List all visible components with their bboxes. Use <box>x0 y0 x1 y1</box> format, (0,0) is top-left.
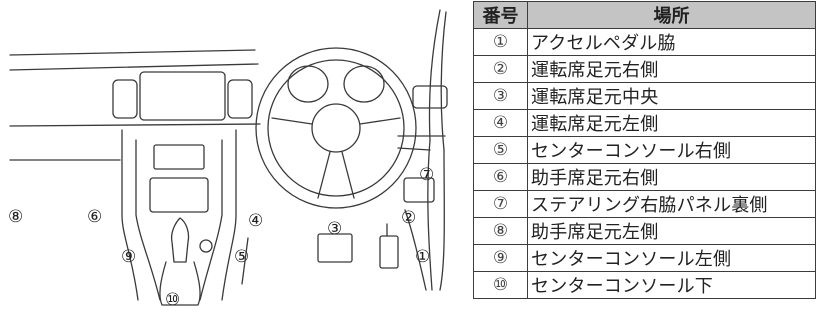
row-place: 運転席足元左側 <box>527 109 816 137</box>
row-number: ② <box>473 55 528 83</box>
dashboard-top-line <box>9 49 259 71</box>
row-place: センターコンソール下 <box>527 271 816 299</box>
console-side-line <box>241 237 249 285</box>
row-number: ③ <box>473 82 528 110</box>
row-number: ⑥ <box>473 163 528 191</box>
row-number: ⑧ <box>473 217 528 245</box>
brake-pedal <box>317 233 353 263</box>
right-side-vent <box>412 85 448 109</box>
windshield-pillar <box>428 9 447 151</box>
row-place: アクセルペダル脇 <box>527 28 816 56</box>
accelerator-pedal <box>379 235 399 269</box>
row-place: センターコンソール左側 <box>527 244 816 272</box>
steering-hub <box>311 103 361 153</box>
gear-shifter <box>170 217 190 263</box>
header-number: 番号 <box>473 1 528 29</box>
row-place: 運転席足元中央 <box>527 82 816 110</box>
row-number: ④ <box>473 109 528 137</box>
row-place: センターコンソール右側 <box>527 136 816 164</box>
marker-4: ④ <box>248 211 263 231</box>
gauge-right <box>343 65 385 103</box>
right-panel-box <box>403 177 435 203</box>
center-display-panel <box>139 71 226 121</box>
row-number: ① <box>473 28 528 56</box>
left-vent <box>112 79 138 119</box>
footwell-curve <box>404 209 427 291</box>
table-header-row: 番号 場所 <box>473 1 816 29</box>
row-number: ⑤ <box>473 136 528 164</box>
dashboard-right-edge <box>427 139 445 291</box>
dash-lower-line <box>9 123 261 161</box>
marker-2: ② <box>401 208 416 228</box>
steering-wheel-outer <box>255 47 417 209</box>
row-place: ステアリング右脇パネル裏側 <box>527 190 816 218</box>
marker-9: ⑨ <box>121 247 136 267</box>
marker-10: ⑩ <box>165 290 180 310</box>
radio-unit <box>153 144 205 170</box>
row-number: ⑨ <box>473 244 528 272</box>
steering-wheel-inner <box>267 59 405 197</box>
row-number: ⑩ <box>473 271 528 299</box>
row-place: 助手席足元左側 <box>527 217 816 245</box>
marker-7: ⑦ <box>419 165 434 185</box>
gauge-left <box>287 65 329 103</box>
car-interior-diagram: ① ② ③ ④ ⑤ ⑥ ⑦ ⑧ ⑨ ⑩ <box>8 9 448 310</box>
row-place: 助手席足元右側 <box>527 163 816 191</box>
marker-5: ⑤ <box>234 247 249 267</box>
marker-1: ① <box>415 247 430 267</box>
header-place: 場所 <box>527 1 816 29</box>
climate-panel <box>149 177 209 213</box>
marker-8: ⑧ <box>8 207 23 227</box>
right-panel <box>397 135 446 151</box>
marker-3: ③ <box>327 219 342 239</box>
center-console-outline <box>121 129 237 301</box>
console-knob <box>199 239 213 253</box>
steering-spokes <box>271 117 401 199</box>
row-place: 運転席足元右側 <box>527 55 816 83</box>
row-number: ⑦ <box>473 190 528 218</box>
center-console-inner <box>135 139 223 301</box>
marker-6: ⑥ <box>87 207 102 227</box>
right-center-vent <box>227 79 253 119</box>
gear-boot <box>159 261 201 306</box>
